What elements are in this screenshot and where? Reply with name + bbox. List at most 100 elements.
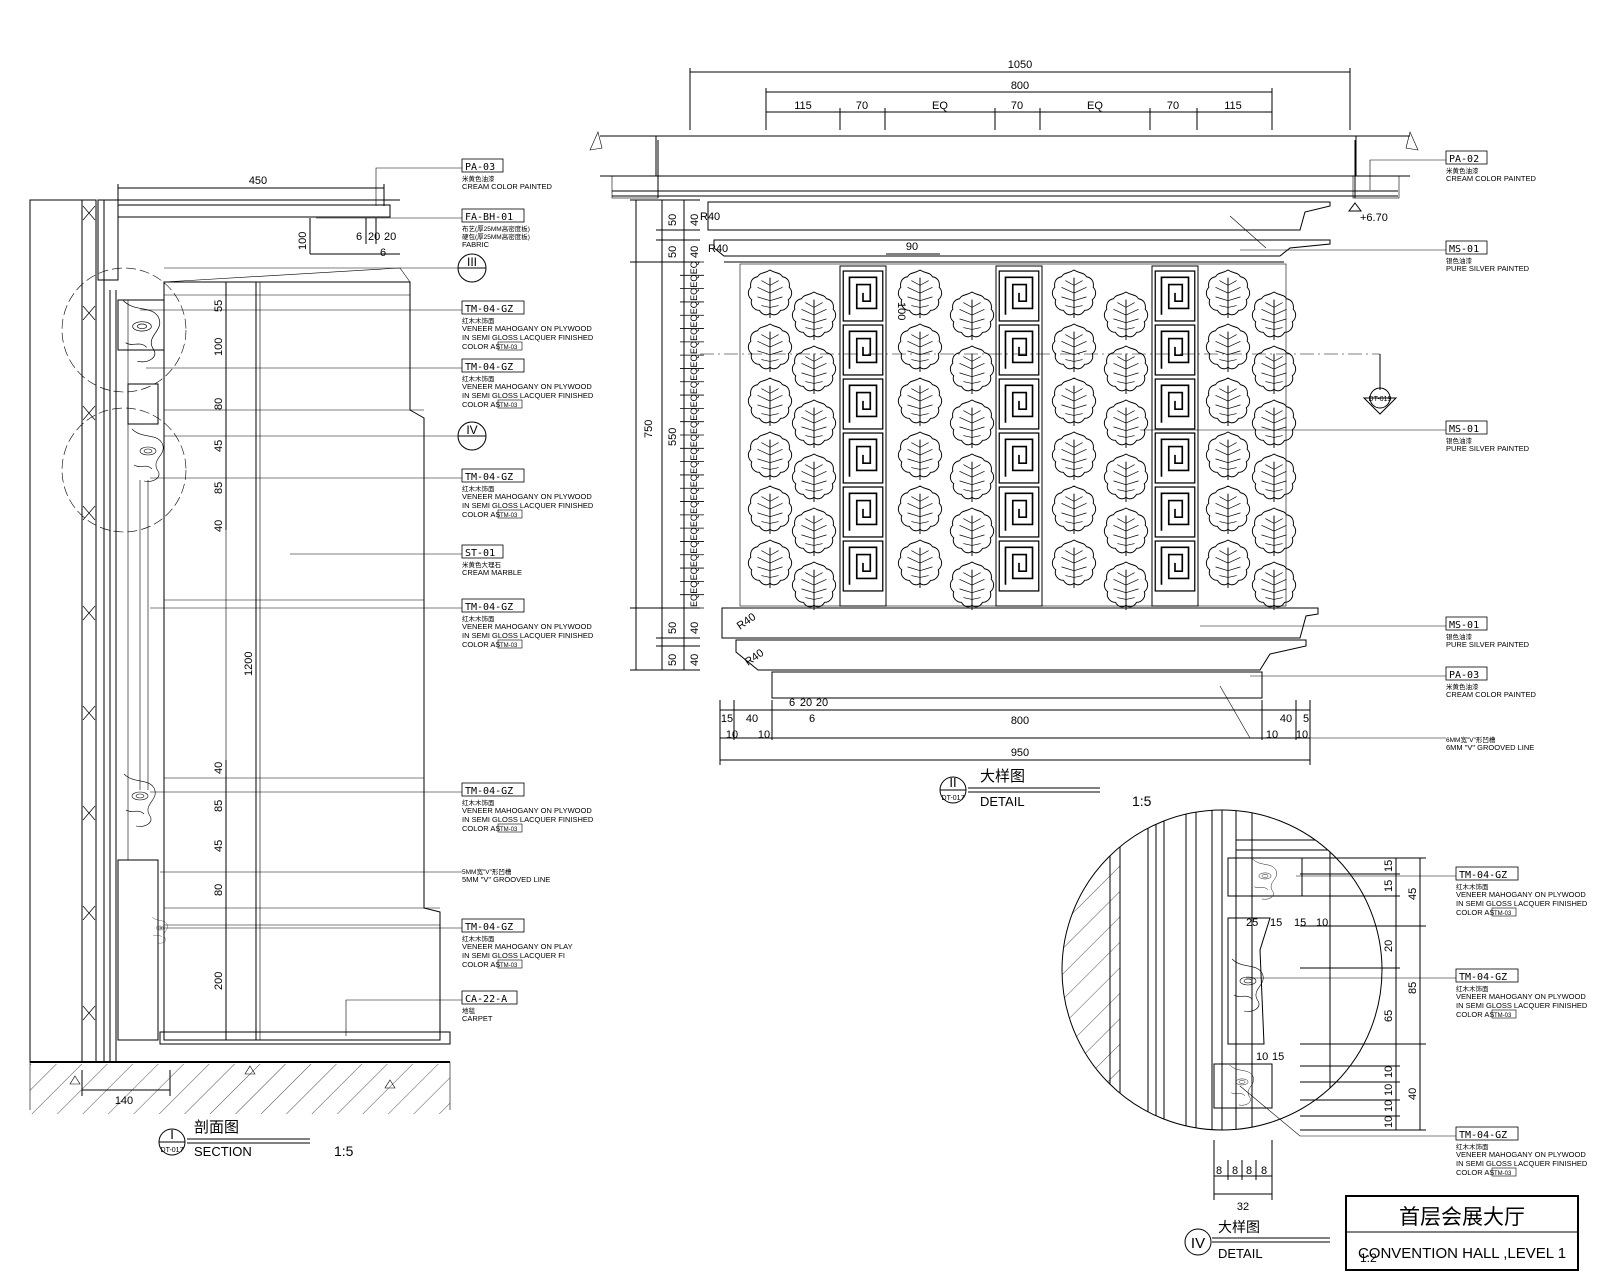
eq-label: EQ: [689, 288, 699, 301]
label-code: MS-01: [1449, 424, 1479, 435]
label-code: MS-01: [1449, 620, 1479, 631]
eq-label: EQ: [689, 554, 699, 567]
dims-top: [689, 68, 1351, 130]
leaf-ornament: [791, 345, 837, 395]
dim-40-bot: 40: [689, 622, 701, 634]
label-code: PA-03: [465, 162, 495, 173]
dim-200: 200: [213, 972, 225, 990]
dim-100-ornament: 100: [895, 302, 907, 320]
leaf-ornament: [1251, 399, 1297, 449]
label-code: FA-BH-01: [465, 212, 513, 223]
ceiling-grille: [117, 204, 391, 218]
label-ref: TM-03: [500, 827, 518, 833]
eq-label: EQ: [689, 527, 699, 540]
dim-40-top2: 40: [689, 246, 701, 258]
label-en3: COLOR AS: [462, 960, 500, 969]
detail-iv-number: IV: [1191, 1235, 1205, 1252]
dim-iv-85: 85: [1407, 982, 1419, 994]
label-en: VENEER MAHOGANY ON PLYWOOD: [462, 492, 592, 501]
dim-iv-8a: 8: [1216, 1165, 1222, 1177]
label-cn: 米黄色油漆: [1446, 166, 1479, 175]
section-i-leaders: [140, 167, 462, 1036]
fret-ornament: [998, 378, 1040, 430]
marker-iv: IV: [466, 423, 477, 437]
label-code-box: [1445, 616, 1488, 631]
leaf-ornament: [897, 539, 943, 589]
dim-iv-32: 32: [1237, 1201, 1249, 1213]
label-en: CARPET: [462, 1014, 493, 1023]
leaf-ornament: [791, 291, 837, 341]
section-ref: DT-019: [1369, 396, 1392, 403]
dim-10-left-b: 10: [758, 729, 770, 741]
dim-10-right-b: 10: [1296, 729, 1308, 741]
leaf-ornament: [1103, 507, 1149, 557]
marker-iii: III: [467, 255, 477, 269]
dim-55: 55: [213, 300, 225, 312]
grooved-base: [771, 671, 1263, 699]
leaf-ornament: [1051, 269, 1097, 319]
label-en: CREAM MARBLE: [462, 568, 522, 577]
label-code: TM-04-GZ: [1459, 972, 1507, 983]
leaf-ornament: [1205, 539, 1251, 589]
dim-iv-10c: 10: [1383, 1100, 1395, 1112]
section-i-number: I: [170, 1127, 174, 1142]
dim-iv-8c: 8: [1246, 1165, 1252, 1177]
eq-label: EQ: [689, 421, 699, 434]
fret-ornament: [842, 540, 884, 592]
fret-ornament: [1154, 270, 1196, 322]
leaf-ornament: [897, 431, 943, 481]
section-i-title-cn: 剖面图: [194, 1119, 239, 1136]
label-en: VENEER MAHOGANY ON PLYWOOD: [462, 382, 592, 391]
dim-iv-45: 45: [1407, 888, 1419, 900]
leaf-ornament: [1205, 269, 1251, 319]
label-code-box: [461, 782, 525, 797]
dim-iv-10b: 10: [1383, 1084, 1395, 1096]
label-en3: COLOR AS: [1456, 908, 1494, 917]
fret-column-frame: [1151, 265, 1199, 607]
leaf-ornament: [1051, 377, 1097, 427]
label-code-box: [1455, 866, 1519, 881]
dim-140: 140: [115, 1095, 133, 1107]
label-code-box: [1445, 666, 1488, 681]
leaf-ornament: [1103, 345, 1149, 395]
leaf-ornament: [791, 507, 837, 557]
label-code-box: [461, 468, 525, 483]
dim-100-mid: 100: [213, 338, 225, 356]
detail-iv-title-cn: 大样图: [1218, 1219, 1260, 1235]
label-en: PURE SILVER PAINTED: [1446, 264, 1530, 273]
detail-iv-leaders: [1239, 875, 1456, 1137]
dim-iv-10d: 10: [1383, 1116, 1395, 1128]
upper-cornice: [707, 201, 1331, 231]
label-code-box: [461, 544, 504, 559]
label-en: VENEER MAHOGANY ON PLAY: [462, 942, 573, 951]
dim-iv-10f: 10: [1256, 1051, 1268, 1063]
label-en3: COLOR AS: [462, 342, 500, 351]
label-cn: 地毯: [462, 1006, 476, 1015]
label-en2: IN SEMI GLOSS LACQUER FINISHED: [462, 391, 594, 400]
dim-6-top-b: 6: [380, 247, 386, 259]
radius-bot: R40: [735, 611, 758, 632]
level-mark: +6.70: [1360, 212, 1388, 224]
label-code: TM-04-GZ: [465, 362, 513, 373]
dim-115-left: 115: [794, 100, 812, 112]
label-code: ST-01: [465, 548, 495, 559]
dim-800-bottom: 800: [1011, 715, 1029, 727]
dim-iv-8b: 8: [1232, 1165, 1238, 1177]
dim-1050: 1050: [1008, 59, 1032, 71]
ornament-grid: [747, 265, 1297, 611]
dim-iv-15d: 15: [1294, 917, 1306, 929]
dim-iv-10e: 10: [1316, 917, 1328, 929]
leaf-ornament: [747, 269, 793, 319]
label-cn: 5MM宽"V"形凹槽: [462, 867, 512, 876]
eq-label: EQ: [689, 341, 699, 354]
radius-top: R40: [700, 211, 720, 223]
wall-cross-mark: [82, 1005, 96, 1021]
